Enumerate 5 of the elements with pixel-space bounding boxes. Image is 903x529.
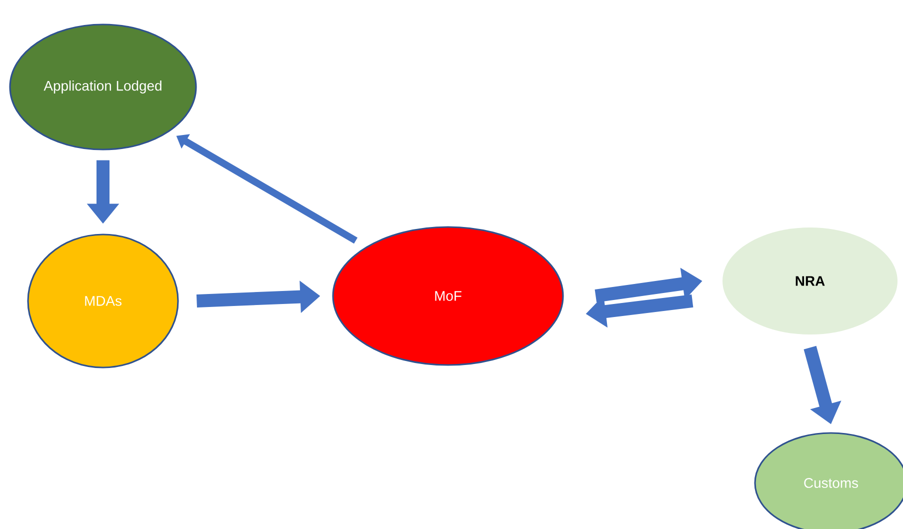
ellipse-node: MDAs <box>27 234 179 368</box>
ellipse-node: Customs <box>754 432 903 529</box>
ellipse-node: NRA <box>722 228 898 334</box>
ellipse-node: Application Lodged <box>9 24 197 150</box>
ellipse-node: MoF <box>332 226 564 366</box>
